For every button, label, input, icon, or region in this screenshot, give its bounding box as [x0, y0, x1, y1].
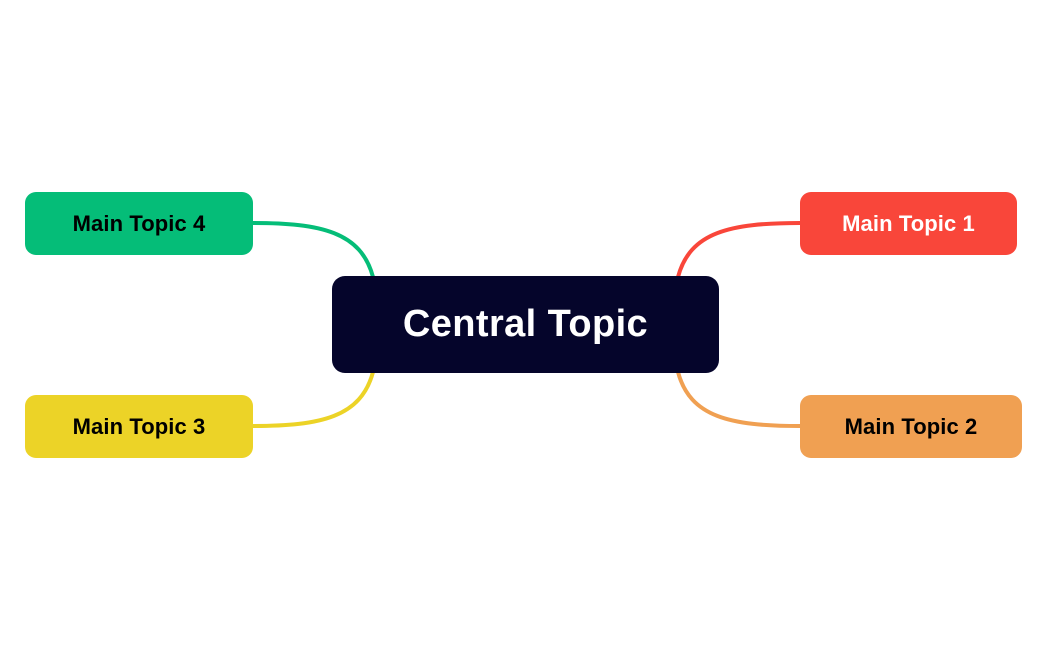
connector-central-to-topic-1 — [676, 221, 802, 279]
connector-central-to-topic-4 — [251, 221, 375, 279]
node-main-topic-4[interactable]: Main Topic 4 — [25, 192, 253, 255]
node-main-topic-3[interactable]: Main Topic 3 — [25, 395, 253, 458]
node-label-central-topic: Central Topic — [402, 303, 649, 345]
node-label-main-topic-1: Main Topic 1 — [842, 210, 975, 236]
connector-central-to-topic-2 — [676, 370, 802, 428]
node-main-topic-1[interactable]: Main Topic 1 — [800, 192, 1017, 255]
connector-central-to-topic-3 — [251, 370, 375, 428]
node-main-topic-2[interactable]: Main Topic 2 — [800, 395, 1022, 458]
node-central-topic[interactable]: Central Topic — [332, 276, 719, 373]
node-label-main-topic-4: Main Topic 4 — [72, 210, 206, 236]
node-label-main-topic-2: Main Topic 2 — [844, 413, 978, 439]
node-label-main-topic-3: Main Topic 3 — [72, 413, 206, 439]
